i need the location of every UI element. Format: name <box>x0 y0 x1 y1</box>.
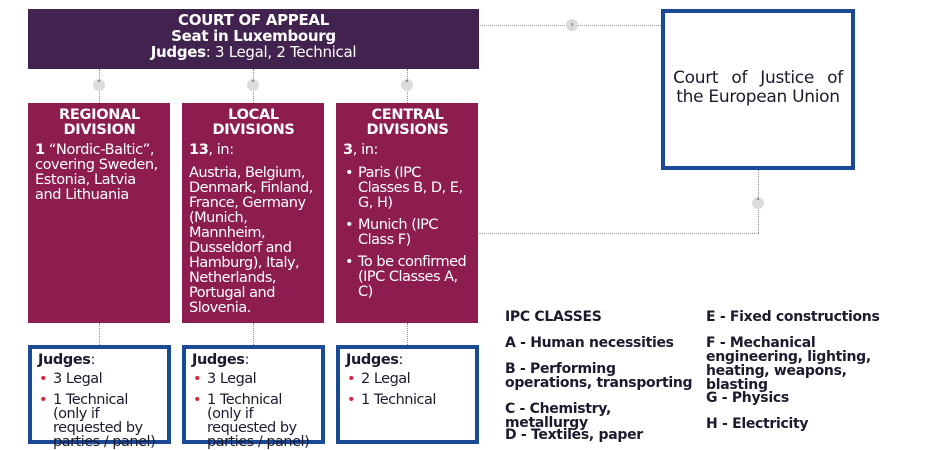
list-item: •Munich (IPC Class F) <box>345 217 439 248</box>
local-divisions-count: 13, in: <box>189 142 234 158</box>
central-divisions-count: 3, in: <box>343 142 379 158</box>
bullet-icon: • <box>347 371 356 387</box>
connector-central-cjeu <box>479 233 759 234</box>
court-of-appeal-box: COURT OF APPEAL Seat in Luxembourg Judge… <box>28 9 479 69</box>
cjeu-title-line1: Court of Justice of <box>673 68 843 88</box>
ipc-class-h: H - Electricity <box>706 416 809 432</box>
bullet-icon: • <box>345 165 354 181</box>
court-of-appeal-title: COURT OF APPEAL <box>177 11 329 29</box>
ipc-class-g: G - Physics <box>706 390 789 406</box>
bullet-icon: • <box>193 371 202 387</box>
ipc-class-b: B - Performing operations, transporting <box>505 361 693 391</box>
chevron-up-icon: ˄ <box>93 79 105 91</box>
central-divisions-list: •Paris (IPC Classes B, D, E, G, H) •Muni… <box>343 166 472 300</box>
chevron-up-icon: ˄ <box>247 79 259 91</box>
local-divisions-countries: Austria, Belgium, Denmark, Finland, Fran… <box>189 165 313 316</box>
ipc-class-c: C - Chemistry, metallurgy <box>505 401 612 431</box>
ipc-class-d: D - Textiles, paper <box>505 427 643 443</box>
connector-local-judges <box>253 323 254 345</box>
connector-central-judges <box>407 323 408 345</box>
chevron-right-icon: › <box>566 19 578 31</box>
list-item: •1 Technical (only if requested by parti… <box>39 392 156 450</box>
ipc-heading: IPC CLASSES <box>505 309 602 325</box>
judges-heading: Judges: <box>346 352 404 368</box>
cjeu-box: Court of Justice of the European Union <box>661 9 855 170</box>
list-item: •1 Technical <box>347 392 436 408</box>
judges-heading: Judges: <box>192 352 250 368</box>
ipc-class-e: E - Fixed constructions <box>706 309 880 325</box>
regional-division-description: 1 “Nordic-Baltic”, covering Sweden, Esto… <box>35 142 158 203</box>
court-of-appeal-seat: Seat in Luxembourg <box>171 27 336 45</box>
connector-regional-judges <box>99 323 100 345</box>
bullet-icon: • <box>39 371 48 387</box>
regional-judges-box: Judges: •3 Legal •1 Technical (only if r… <box>28 345 171 449</box>
list-item: •3 Legal <box>39 371 103 387</box>
bullet-icon: • <box>193 392 202 408</box>
list-item: •Paris (IPC Classes B, D, E, G, H) <box>345 165 463 211</box>
bullet-icon: • <box>345 254 354 270</box>
list-item: •To be confirmed (IPC Classes A, C) <box>345 254 467 300</box>
list-item: •3 Legal <box>193 371 257 387</box>
cjeu-title-line2: the European Union <box>676 87 840 107</box>
bullet-icon: • <box>347 392 356 408</box>
bullet-icon: • <box>39 392 48 408</box>
judges-heading: Judges: <box>38 352 96 368</box>
court-of-appeal-judges: Judges: 3 Legal, 2 Technical <box>150 43 357 61</box>
bullet-icon: • <box>345 217 354 233</box>
ipc-class-f: F - Mechanical engineering, lighting, he… <box>706 335 871 393</box>
list-item: •1 Technical (only if requested by parti… <box>193 392 310 450</box>
central-judges-box: Judges: •2 Legal •1 Technical <box>336 345 479 444</box>
local-judges-box: Judges: •3 Legal •1 Technical (only if r… <box>182 345 325 449</box>
chevron-up-icon: ˄ <box>401 79 413 91</box>
ipc-class-a: A - Human necessities <box>505 335 674 351</box>
list-item: •2 Legal <box>347 371 411 387</box>
chevron-up-icon: ˄ <box>752 197 764 209</box>
